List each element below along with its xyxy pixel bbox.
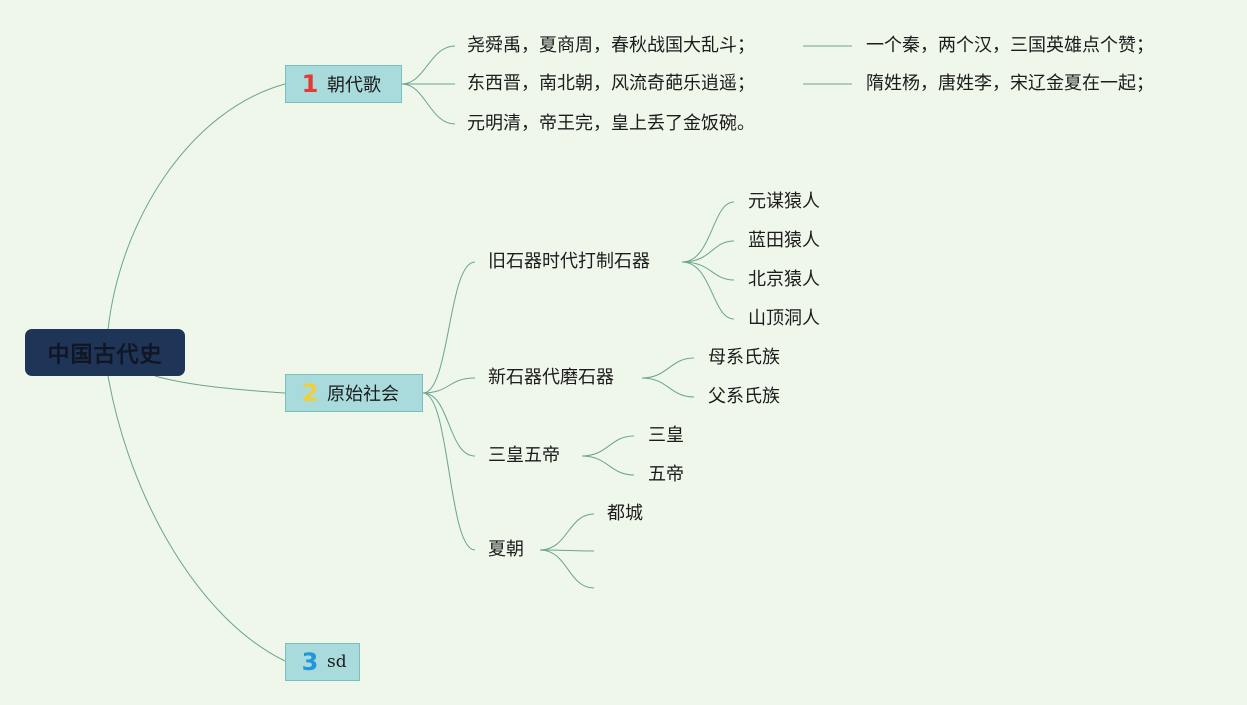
root-topic-label: 中国古代史 — [47, 342, 163, 368]
connector-c4-leaf-2 — [539, 549, 595, 552]
topic-label: 朝代歌 — [327, 75, 381, 96]
leaf-capital-city[interactable]: 都城 — [607, 503, 643, 524]
subtopic-line-3[interactable]: 元明清，帝王完，皇上丢了金饭碗。 — [467, 113, 755, 134]
connector-c1-leaf-4 — [681, 261, 735, 320]
subtopic-three-sovereigns-five-emperors[interactable]: 三皇五帝 — [488, 445, 560, 466]
subtopic-continuation-2[interactable]: 隋姓杨，唐姓李，宋辽金夏在一起； — [866, 73, 1154, 94]
connector-b2-c2 — [422, 377, 476, 394]
leaf-patrilineal-clan[interactable]: 父系氏族 — [708, 386, 780, 407]
connector-b2-c4 — [422, 392, 476, 551]
subtopic-xia-dynasty[interactable]: 夏朝 — [488, 539, 524, 560]
subtopic-line-1[interactable]: 尧舜禹，夏商周，春秋战国大乱斗； — [467, 35, 755, 56]
connector-b2-c1 — [422, 261, 476, 394]
subtopic-line-2[interactable]: 东西晋，南北朝，风流奇葩乐逍遥； — [467, 73, 755, 94]
connector-c3-leaf-1 — [581, 435, 635, 457]
leaf-three-sovereigns[interactable]: 三皇 — [648, 425, 684, 446]
connector-b1-line-1 — [401, 45, 456, 85]
topic-sd[interactable]: 3 sd — [285, 643, 360, 681]
connector-c1-leaf-3 — [681, 261, 735, 281]
connector-b1-line-3 — [401, 83, 456, 125]
leaf-yuanmou-man[interactable]: 元谋猿人 — [748, 191, 820, 212]
connector-root-branch-1 — [107, 83, 286, 331]
connector-c3-leaf-2 — [581, 455, 635, 476]
leaf-peking-man[interactable]: 北京猿人 — [748, 269, 820, 290]
number-badge-3: 3 — [301, 648, 319, 676]
leaf-upper-cave-man[interactable]: 山顶洞人 — [748, 308, 820, 329]
connector-c1-leaf-1 — [681, 201, 735, 263]
connector-c1-leaf-2 — [681, 240, 735, 263]
topic-primitive-society[interactable]: 2 原始社会 — [285, 374, 423, 412]
subtopic-continuation-1[interactable]: 一个秦，两个汉，三国英雄点个赞； — [866, 35, 1154, 56]
connector-c2-leaf-1 — [641, 357, 695, 379]
connector-c2-leaf-2 — [641, 377, 695, 398]
subtopic-paleolithic[interactable]: 旧石器时代打制石器 — [488, 251, 650, 272]
connector-c4-leaf-1 — [539, 513, 595, 551]
root-topic[interactable]: 中国古代史 — [25, 329, 185, 376]
topic-label: sd — [327, 652, 347, 672]
subtopic-neolithic[interactable]: 新石器代磨石器 — [488, 367, 614, 388]
topic-dynasty-song[interactable]: 1 朝代歌 — [285, 65, 402, 103]
topic-label: 原始社会 — [327, 384, 399, 405]
leaf-five-emperors[interactable]: 五帝 — [648, 464, 684, 485]
connector-root-branch-3 — [107, 375, 286, 662]
connector-b2-c3 — [422, 392, 476, 457]
number-badge-1: 1 — [301, 70, 319, 98]
number-badge-2: 2 — [301, 379, 319, 407]
leaf-matrilineal-clan[interactable]: 母系氏族 — [708, 347, 780, 368]
leaf-lantian-man[interactable]: 蓝田猿人 — [748, 230, 820, 251]
connector-c4-leaf-3 — [539, 549, 595, 589]
connector-root-branch-2 — [154, 375, 286, 394]
